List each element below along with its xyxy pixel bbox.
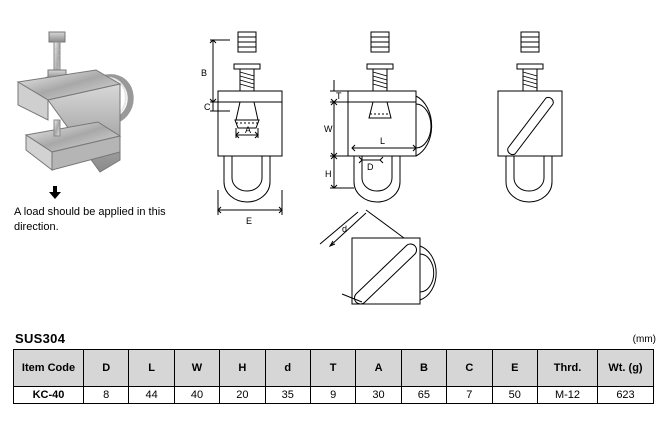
header-weight: Wt. (g)	[597, 349, 654, 387]
dim-label-d-lower: d	[342, 224, 347, 234]
header-t: T	[309, 349, 357, 387]
dim-label-a: A	[245, 125, 251, 135]
header-thread: Thrd.	[537, 349, 598, 387]
header-d: D	[82, 349, 130, 387]
header-e: E	[491, 349, 539, 387]
dim-label-t: T	[336, 91, 342, 101]
cell-b: 65	[400, 386, 448, 404]
product-photo	[16, 31, 134, 173]
cell-thread: M-12	[537, 386, 598, 404]
table-header-row: Item Code D L W H d T A B C E Thrd. Wt. …	[13, 349, 654, 387]
units-label: (mm)	[632, 334, 656, 345]
cell-l: 44	[128, 386, 175, 404]
cell-c: 7	[446, 386, 493, 404]
cell-e: 50	[491, 386, 539, 404]
dim-label-e: E	[246, 216, 252, 226]
rotated-view	[319, 209, 437, 305]
table-row: KC-40 8 44 40 20 35 9 30 65 7 50 M-12 62…	[13, 386, 654, 404]
header-d-small: d	[264, 349, 311, 387]
header-b: B	[400, 349, 448, 387]
dim-label-h: H	[325, 169, 332, 179]
cell-h: 20	[219, 386, 266, 404]
dim-label-b: B	[201, 68, 207, 78]
header-h: H	[219, 349, 266, 387]
cell-d: 8	[82, 386, 130, 404]
header-a: A	[355, 349, 402, 387]
cell-w: 40	[173, 386, 221, 404]
cell-t: 9	[309, 386, 357, 404]
dim-label-l: L	[380, 136, 385, 146]
arrow-down-icon	[49, 186, 61, 199]
technical-drawing: B C A E T W L H D d	[201, 31, 563, 305]
dim-label-d-upper: D	[367, 162, 374, 172]
header-w: W	[173, 349, 221, 387]
header-item-code: Item Code	[13, 349, 84, 387]
header-c: C	[446, 349, 493, 387]
material-title: SUS304	[15, 331, 66, 346]
load-direction-note: A load should be applied in this directi…	[14, 206, 166, 233]
cell-a: 30	[355, 386, 402, 404]
cell-item-code: KC-40	[13, 386, 84, 404]
cell-weight: 623	[597, 386, 654, 404]
dim-label-w: W	[324, 124, 333, 134]
side-view	[330, 31, 433, 203]
spec-table: Item Code D L W H d T A B C E Thrd. Wt. …	[13, 349, 654, 404]
dim-label-c: C	[204, 102, 211, 112]
front-view	[209, 31, 283, 215]
rear-view	[497, 31, 563, 203]
cell-d-small: 35	[264, 386, 311, 404]
header-l: L	[128, 349, 175, 387]
